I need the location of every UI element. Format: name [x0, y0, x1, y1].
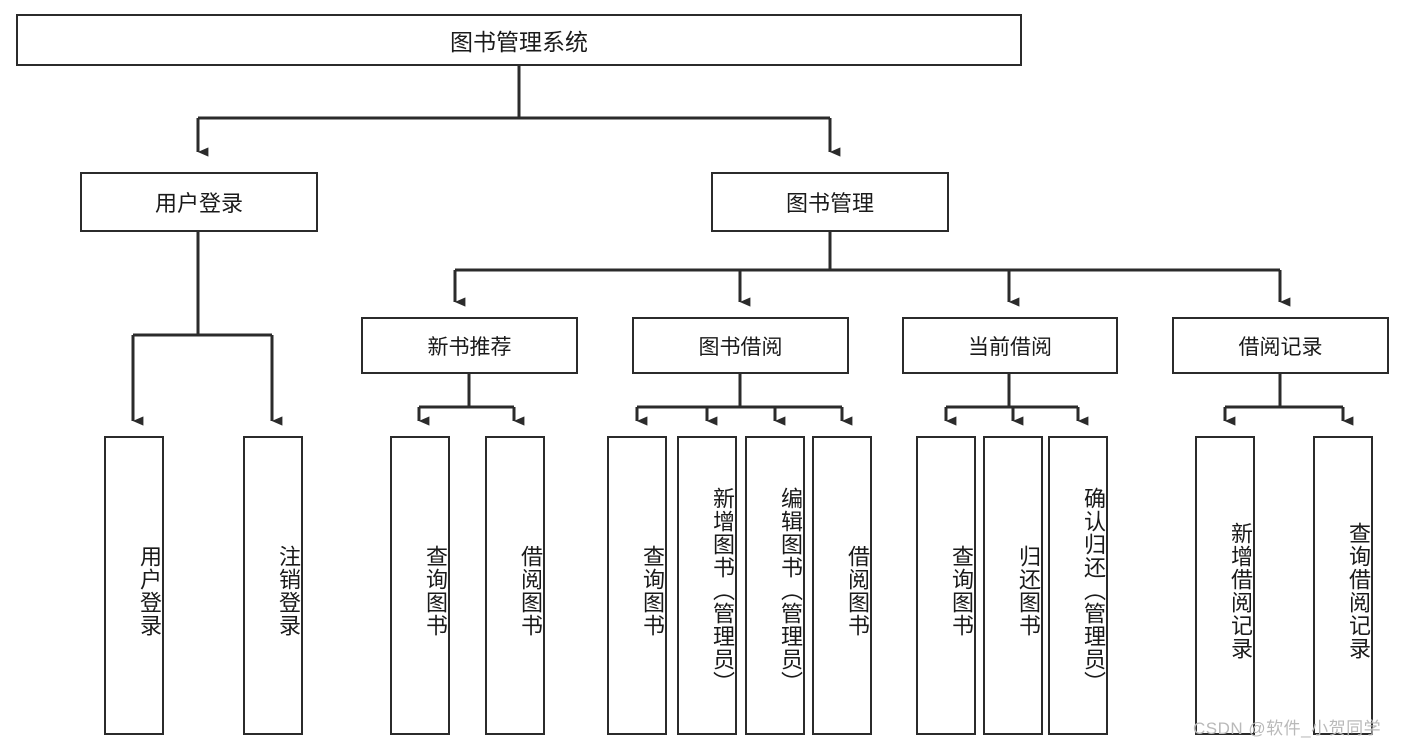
- node-book-borrow-label: 图书借阅: [698, 335, 783, 359]
- leaf-recommend-query-book[interactable]: 查询图书: [390, 436, 450, 735]
- leaf-label: 查询图书: [949, 544, 974, 637]
- leaf-current-return-book[interactable]: 归还图书: [983, 436, 1043, 735]
- leaf-recommend-borrow-book[interactable]: 借阅图书: [485, 436, 545, 735]
- leaf-current-query-book[interactable]: 查询图书: [916, 436, 976, 735]
- node-borrow-records[interactable]: 借阅记录: [1172, 317, 1389, 374]
- leaf-user-login-login[interactable]: 用户登录: [104, 436, 164, 735]
- node-root-label: 图书管理系统: [450, 29, 588, 55]
- leaf-label: 确认归还（管理员）: [1081, 487, 1106, 694]
- leaf-label: 新增借阅记录: [1228, 521, 1253, 660]
- node-new-book-recommend[interactable]: 新书推荐: [361, 317, 578, 374]
- leaf-label: 编辑图书（管理员）: [778, 487, 803, 694]
- leaf-user-login-logout[interactable]: 注销登录: [243, 436, 303, 735]
- node-book-borrow[interactable]: 图书借阅: [632, 317, 849, 374]
- leaf-borrow-add-book-admin[interactable]: 新增图书（管理员）: [677, 436, 737, 735]
- leaf-borrow-borrow-book[interactable]: 借阅图书: [812, 436, 872, 735]
- leaf-label: 用户登录: [137, 544, 162, 637]
- node-new-book-recommend-label: 新书推荐: [427, 335, 512, 359]
- leaf-records-add-record[interactable]: 新增借阅记录: [1195, 436, 1255, 735]
- leaf-borrow-query-book[interactable]: 查询图书: [607, 436, 667, 735]
- leaf-records-query-record[interactable]: 查询借阅记录: [1313, 436, 1373, 735]
- node-root[interactable]: 图书管理系统: [16, 14, 1022, 66]
- leaf-borrow-edit-book-admin[interactable]: 编辑图书（管理员）: [745, 436, 805, 735]
- leaf-label: 借阅图书: [518, 544, 543, 637]
- node-book-management[interactable]: 图书管理: [711, 172, 949, 232]
- node-current-borrow[interactable]: 当前借阅: [902, 317, 1118, 374]
- leaf-label: 归还图书: [1016, 544, 1041, 637]
- node-user-login-label: 用户登录: [154, 191, 243, 216]
- leaf-label: 注销登录: [276, 544, 301, 637]
- node-borrow-records-label: 借阅记录: [1238, 335, 1323, 359]
- node-user-login[interactable]: 用户登录: [80, 172, 318, 232]
- leaf-label: 查询图书: [423, 544, 448, 637]
- leaf-label: 查询借阅记录: [1346, 521, 1371, 660]
- leaf-label: 新增图书（管理员）: [710, 487, 735, 694]
- csdn-watermark: CSDN @软件_小贺同学: [1193, 719, 1382, 738]
- node-book-management-label: 图书管理: [785, 191, 874, 216]
- leaf-current-confirm-return-admin[interactable]: 确认归还（管理员）: [1048, 436, 1108, 735]
- leaf-label: 查询图书: [640, 544, 665, 637]
- node-current-borrow-label: 当前借阅: [968, 335, 1052, 359]
- leaf-label: 借阅图书: [845, 544, 870, 637]
